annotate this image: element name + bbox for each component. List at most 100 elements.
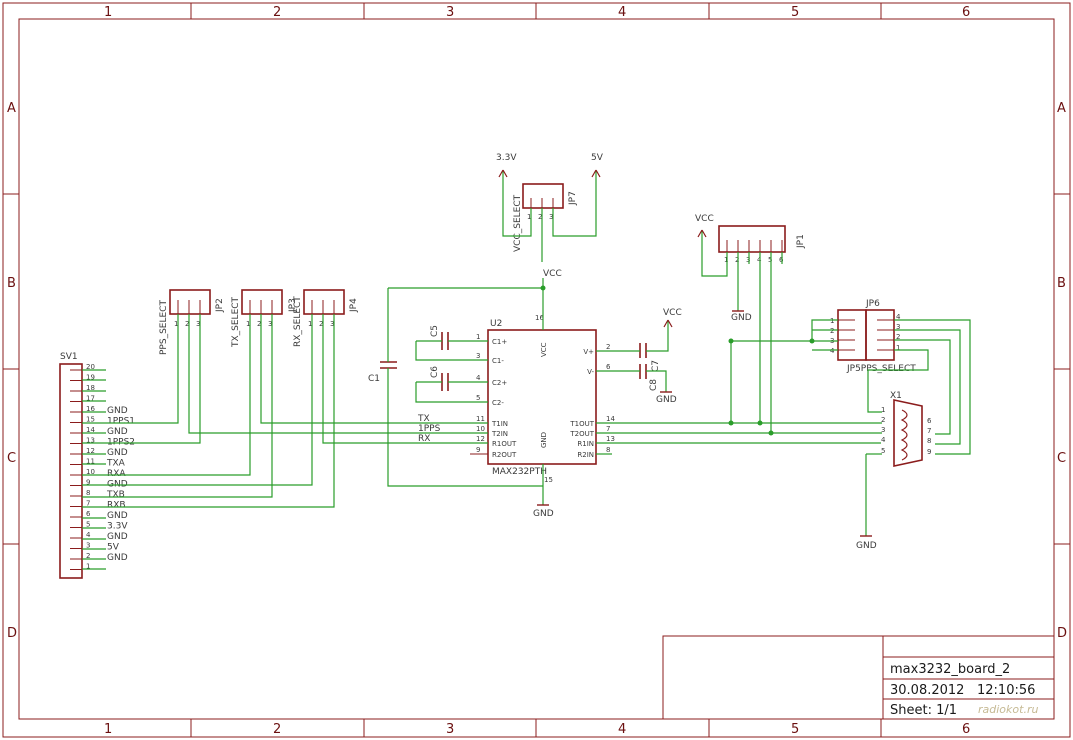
sv1-signal-6: RXA [107, 469, 126, 479]
row-label-a-right: A [1057, 101, 1066, 116]
u2-pinnum-3: 5 [476, 394, 480, 402]
sv1-pin-10: 10 [86, 468, 95, 476]
svg-text:5: 5 [881, 447, 885, 455]
u2-pin-1: C1- [492, 357, 504, 365]
u2-pinnum-4: 11 [476, 415, 485, 423]
sv1-signal-10: GND [107, 511, 128, 521]
title-block: max3232_board_2 30.08.2012 12:10:56 Shee… [662, 635, 1055, 720]
sv1-signal-4: GND [107, 448, 128, 458]
row-label-a-left: A [7, 101, 16, 116]
svg-text:3: 3 [896, 323, 900, 331]
svg-text:2: 2 [830, 327, 834, 335]
sv1-pin-9: 9 [86, 479, 90, 487]
c5-name: C5 [430, 325, 440, 337]
svg-text:2: 2 [735, 256, 739, 264]
svg-text:5: 5 [768, 256, 772, 264]
c5-capacitor: C5 [430, 325, 449, 350]
svg-text:2: 2 [896, 333, 900, 341]
col-label-6-bottom: 6 [962, 722, 970, 737]
net-gnd-c8: GND [656, 395, 677, 405]
row-label-c-right: C [1057, 451, 1066, 466]
sv1-signal-5: TXA [106, 459, 126, 469]
title-time: 12:10:56 [977, 683, 1035, 698]
net-vcc-jp1: VCC [695, 214, 714, 224]
svg-text:6: 6 [927, 417, 932, 425]
u2-max232: U2 MAX232PTH VCC GND 16 15 C1+1C1-3C2+4C… [470, 314, 615, 484]
u2-pin-6: R1OUT [492, 440, 517, 448]
col-label-3-bottom: 3 [446, 722, 454, 737]
u2-vcc-num: 16 [535, 314, 544, 322]
u2-name: U2 [490, 319, 502, 329]
sv1-signal-1: 1PPS1 [107, 417, 135, 427]
u2-rpin-3: T2OUT [569, 430, 594, 438]
u2-pinnum-7: 9 [476, 446, 480, 454]
jp4-name: JP4 [349, 298, 359, 313]
svg-text:1: 1 [527, 213, 531, 221]
row-label-d-right: D [1057, 626, 1067, 641]
svg-text:4: 4 [830, 347, 835, 355]
net-vcc-c7: VCC [663, 308, 682, 318]
sv1-signal-2: GND [107, 427, 128, 437]
sv1-signal-12: GND [107, 532, 128, 542]
net-pps: 1PPS [418, 424, 441, 434]
sv1-pin-12: 12 [86, 447, 95, 455]
net-3v3: 3.3V [496, 153, 517, 163]
u2-pin-7: R2OUT [492, 451, 517, 459]
svg-text:2: 2 [319, 320, 323, 328]
u2-pinnum-5: 10 [476, 425, 485, 433]
col-label-5-top: 5 [791, 5, 799, 20]
net-gnd-u2: GND [533, 509, 554, 519]
row-label-b-right: B [1057, 276, 1066, 291]
row-label-c-left: C [7, 451, 16, 466]
sv1-pin-7: 7 [86, 500, 90, 508]
row-label-b-left: B [7, 276, 16, 291]
row-label-d-left: D [7, 626, 17, 641]
svg-text:1: 1 [308, 320, 312, 328]
sv1-pin-20: 20 [86, 363, 95, 371]
svg-text:3: 3 [549, 213, 553, 221]
sv1-pin-2: 2 [86, 552, 90, 560]
svg-text:3: 3 [746, 256, 750, 264]
u2-rpinnum-0: 2 [606, 343, 610, 351]
title-date: 30.08.2012 [890, 683, 964, 698]
c6-name: C6 [430, 366, 440, 378]
c7-capacitor: C7 [639, 343, 661, 372]
u2-rpinnum-2: 14 [606, 415, 615, 423]
u2-rpinnum-4: 13 [606, 435, 615, 443]
sv1-pin-13: 13 [86, 437, 95, 445]
col-label-4-bottom: 4 [618, 722, 626, 737]
svg-text:1: 1 [830, 317, 834, 325]
col-label-4-top: 4 [618, 5, 626, 20]
zone-ticks [3, 3, 1070, 737]
jp2-name: JP2 [215, 298, 225, 313]
u2-pin-5: T2IN [491, 430, 508, 438]
sv1-pin-15: 15 [86, 416, 95, 424]
col-label-5-bottom: 5 [791, 722, 799, 737]
c8-name: C8 [649, 379, 659, 391]
power-symbols: 3.3V 5V VCC VCC VCC GND GND GND GND [496, 153, 877, 551]
net-rx: RX [418, 434, 430, 444]
sv1-name: SV1 [60, 352, 78, 362]
u2-gnd-pin: GND [540, 432, 548, 448]
jp6-name: JP6 [865, 299, 880, 309]
sv1-pin-16: 16 [86, 405, 95, 413]
net-gnd-x1: GND [856, 541, 877, 551]
col-label-1-bottom: 1 [104, 722, 112, 737]
u2-rpin-0: V+ [583, 348, 594, 356]
jp4-label: RX_SELECT [293, 296, 303, 347]
sv1-pin-14: 14 [86, 426, 95, 434]
zone-labels: 1 2 3 4 5 6 1 2 3 4 5 6 A B C D A B C D [7, 5, 1067, 737]
sv1-connector: SV1 2019181716151413121110987654321GND1P… [59, 352, 135, 579]
c6-capacitor: C6 [430, 366, 449, 391]
sv1-signal-8: TXB [106, 490, 125, 500]
u2-pinnum-2: 4 [476, 374, 481, 382]
sv1-pin-8: 8 [86, 489, 90, 497]
jp7-label: VCC_SELECT [513, 194, 523, 252]
sv1-pin-11: 11 [86, 458, 95, 466]
jp5-name: JP5PPS_SELECT [846, 364, 916, 374]
svg-text:1: 1 [246, 320, 250, 328]
